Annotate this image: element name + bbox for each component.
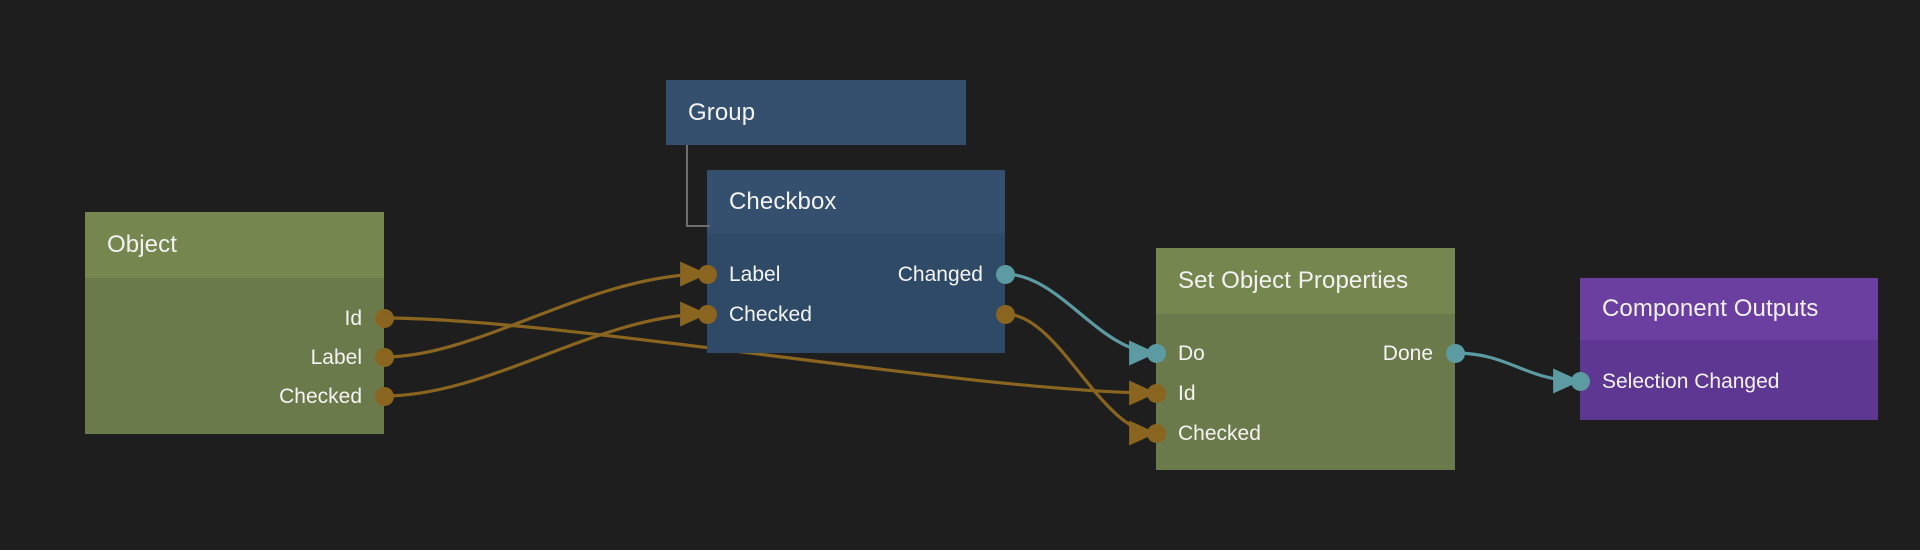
port-dot-data[interactable] [374,347,394,367]
node-header-checkbox[interactable]: Checkbox [707,170,1005,233]
node-header-set-object-properties[interactable]: Set Object Properties [1156,248,1455,314]
edge-checkbox-checked-to-sop-checked[interactable] [1004,312,1157,446]
output-port-label: Checked [279,384,362,408]
port-row: Checked [1146,413,1455,453]
input-port-label: Id [1178,381,1196,405]
edge-object-label-to-checkbox-label[interactable] [383,261,708,359]
node-title: Group [688,98,756,126]
node-header-group[interactable]: Group [666,80,966,145]
port-dot-flow[interactable] [995,264,1015,284]
input-port-label: Checked [1178,421,1261,445]
port-row: Checked [85,376,394,416]
port-row: Id [85,298,394,338]
node-header-object[interactable]: Object [85,212,384,278]
node-title: Set Object Properties [1178,267,1409,294]
node-title: Checkbox [729,187,837,215]
port-row: Do Done [1146,333,1465,373]
input-port-label: Label [729,262,781,286]
port-dot-data[interactable] [995,304,1015,324]
port-dot-flow[interactable] [1146,343,1166,363]
port-dot-data[interactable] [1146,383,1166,403]
node-group[interactable]: Group [666,80,966,145]
port-dot-data[interactable] [374,386,394,406]
port-row: Id [1146,373,1455,413]
node-header-component-outputs[interactable]: Component Outputs [1580,278,1878,340]
node-body-component-outputs: Selection Changed [1570,340,1878,420]
port-row: Selection Changed [1570,361,1878,401]
input-port-label: Checked [729,302,812,326]
node-title: Object [107,231,177,258]
output-port-label: Done [1382,341,1433,365]
port-row: Label [85,337,394,377]
node-title: Component Outputs [1602,295,1819,322]
port-dot-flow[interactable] [1570,371,1590,391]
output-port-label: Label [310,345,362,369]
edge-sop-done-to-component-selection-changed[interactable] [1454,351,1581,394]
group-child-connector [686,145,710,227]
port-row: Label Changed [697,254,1015,294]
edge-object-checked-to-checkbox-checked[interactable] [383,301,708,398]
port-row: Checked [697,294,1015,334]
input-port-label: Do [1178,341,1205,365]
port-dot-data[interactable] [374,308,394,328]
edge-checkbox-changed-to-sop-do[interactable] [1004,272,1157,366]
port-dot-data[interactable] [697,264,717,284]
output-port-label: Id [344,306,362,330]
port-dot-flow[interactable] [1445,343,1465,363]
input-port-label: Selection Changed [1602,369,1780,393]
port-dot-data[interactable] [1146,423,1166,443]
port-dot-data[interactable] [697,304,717,324]
output-port-label: Changed [897,262,983,286]
